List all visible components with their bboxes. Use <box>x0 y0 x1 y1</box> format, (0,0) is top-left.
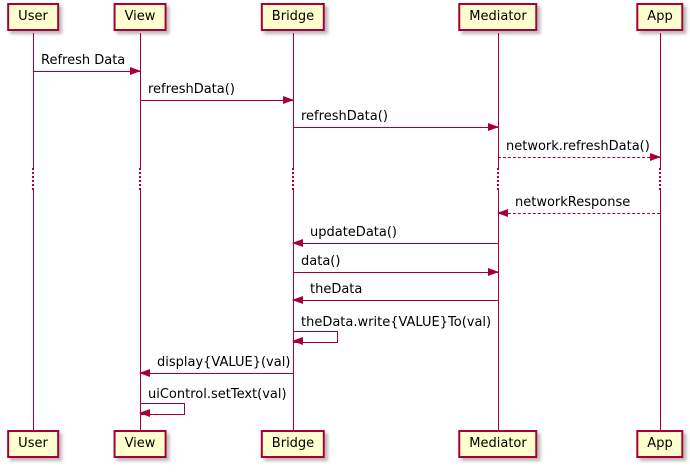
arrow-line <box>293 127 498 128</box>
arrow-line <box>33 71 140 72</box>
lifeline-app-delay <box>659 168 661 190</box>
participant-bridge-bottom: Bridge <box>260 430 326 458</box>
lifeline-user <box>33 190 34 430</box>
arrowhead-right-icon <box>488 268 499 276</box>
lifeline-view-delay <box>139 168 141 190</box>
participant-user-bottom: User <box>7 430 59 458</box>
message-label: refreshData() <box>148 82 235 97</box>
participant-view-top: View <box>113 3 167 31</box>
participant-app-bottom: App <box>636 430 684 458</box>
participant-mediator-bottom: Mediator <box>458 430 538 458</box>
lifeline-mediator-delay <box>497 168 499 190</box>
participant-user-top: User <box>7 3 59 31</box>
participant-view-bottom: View <box>113 430 167 458</box>
arrow-line-dashed <box>498 213 660 214</box>
arrow-line <box>140 100 293 101</box>
arrowhead-right-icon <box>488 123 499 131</box>
lifeline-bridge-delay <box>292 168 294 190</box>
arrowhead-left-icon <box>292 337 303 345</box>
arrowhead-right-icon <box>283 96 294 104</box>
arrowhead-left-icon <box>292 239 303 247</box>
participant-bridge-top: Bridge <box>260 3 326 31</box>
arrow-line <box>293 300 498 301</box>
lifeline-user-delay <box>32 168 34 190</box>
message-label: updateData() <box>310 225 397 240</box>
participant-app-top: App <box>636 3 684 31</box>
message-label: networkResponse <box>515 195 631 210</box>
message-label: uiControl.setText(val) <box>148 387 287 402</box>
self-loop-line <box>140 403 185 415</box>
message-label: network.refreshData() <box>506 139 650 154</box>
lifeline-app <box>660 33 661 168</box>
self-loop-line <box>293 331 338 343</box>
participant-mediator-top: Mediator <box>458 3 538 31</box>
arrowhead-left-icon <box>497 209 508 217</box>
arrow-line-dashed <box>498 157 660 158</box>
arrowhead-right-icon <box>650 153 661 161</box>
message-label: theData <box>310 282 363 297</box>
lifeline-mediator <box>498 190 499 430</box>
lifeline-bridge <box>293 190 294 430</box>
arrow-line <box>293 272 498 273</box>
arrow-line <box>140 373 293 374</box>
arrow-line <box>293 243 498 244</box>
message-label: refreshData() <box>301 109 388 124</box>
lifeline-app <box>660 190 661 430</box>
message-label: theData.write{VALUE}To(val) <box>301 315 492 330</box>
lifeline-user <box>33 33 34 168</box>
lifeline-mediator <box>498 33 499 168</box>
arrowhead-right-icon <box>130 67 141 75</box>
message-label: data() <box>301 254 341 269</box>
message-label: display{VALUE}(val) <box>157 355 291 370</box>
lifeline-view <box>140 190 141 430</box>
arrowhead-left-icon <box>139 369 150 377</box>
arrowhead-left-icon <box>139 409 150 417</box>
message-label: Refresh Data <box>41 53 126 68</box>
arrowhead-left-icon <box>292 296 303 304</box>
